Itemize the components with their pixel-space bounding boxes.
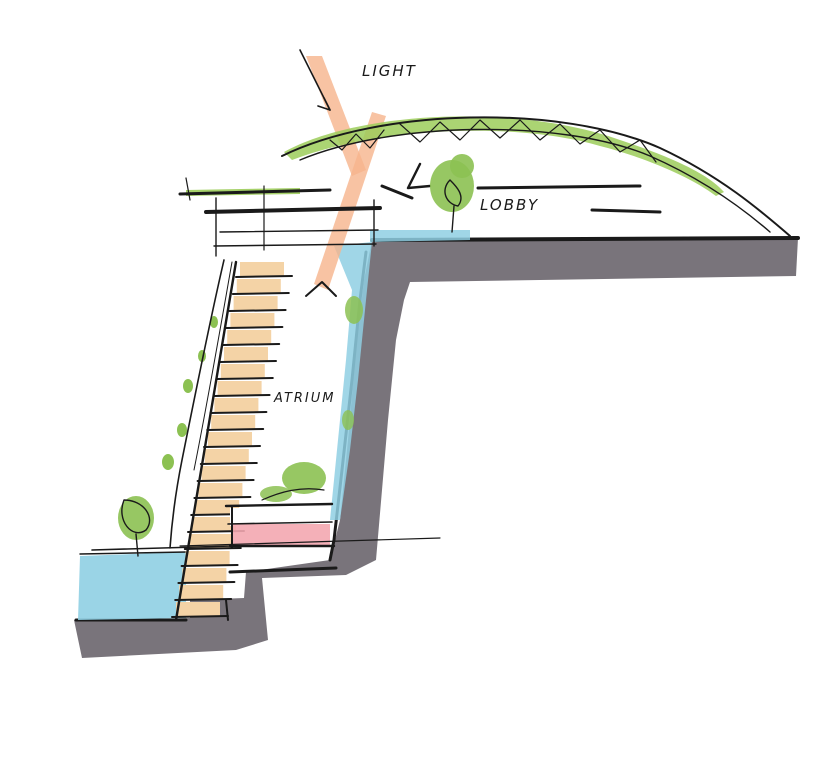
stair-step [227,330,272,345]
stair-tread-line [196,479,255,482]
stair-tread-line [177,581,236,584]
stair-stringer [174,260,238,622]
stair-tread-line [174,598,233,601]
light-ray [299,49,414,297]
lobby-level [178,162,662,257]
stair-step [201,466,246,481]
stair-tread-line [180,564,239,567]
stair-tread-line [235,275,293,278]
stair-tread-line [231,292,290,295]
stair-vines [162,259,233,549]
stair-step [230,313,275,328]
outdoor-tree [91,496,441,557]
stair-step [211,415,256,430]
stair-step [198,483,243,498]
water-lobby-strip [370,230,470,242]
stair-tread-line [209,411,268,414]
label-atrium: ATRIUM [273,391,336,406]
stair-step [208,432,252,447]
stair-step [185,551,230,566]
stair-base [225,599,229,621]
stair-tread-line [219,360,277,363]
stair-step [236,279,281,294]
stair-step [224,347,268,362]
stair-tread-line [225,326,284,329]
staircase [171,260,293,622]
stair-step [195,500,240,515]
stair-tread-line [206,428,265,431]
stair-step [217,381,262,396]
stair-step [204,449,249,464]
lobby-tree [430,154,474,233]
stair-step [214,398,259,413]
stair-tread-line [222,343,281,346]
atrium-planter [224,502,336,549]
stair-step [233,296,278,311]
stair-step [182,568,227,583]
stair-tread-line [171,615,229,618]
atrium-shrubs [260,296,363,502]
label-lobby: LOBBY [480,196,539,214]
stair-tread-line [193,496,252,499]
stair-step [220,364,265,379]
roof-arch [281,116,791,237]
green-roof [284,116,724,196]
stair-tread-line [212,394,271,397]
stair-step [192,517,236,532]
water-pool-lower [78,552,186,620]
stair-tread-line [228,309,287,312]
stair-step [176,602,220,617]
stair-tread-line [203,445,261,448]
stair-tread-line [199,462,258,465]
stair-tread-line [215,377,274,380]
stair-step [240,262,284,277]
label-light: LIGHT [362,62,417,80]
stair-step [179,585,224,600]
